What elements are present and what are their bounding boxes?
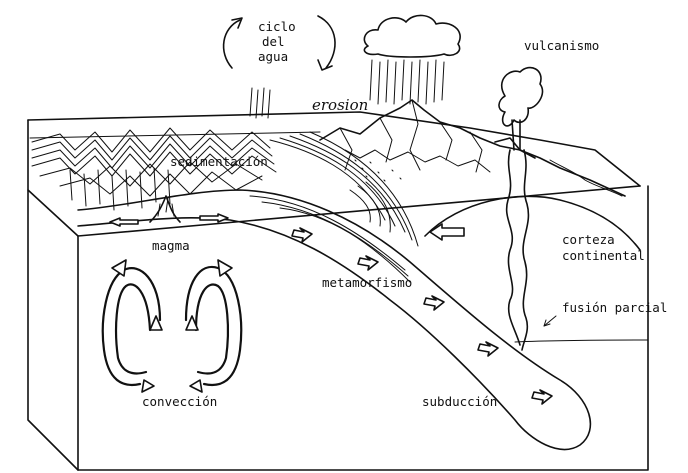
- label-metamorphism: metamorfismo: [322, 275, 412, 290]
- label-erosion: erosion: [312, 96, 368, 114]
- label-water-cycle-3: agua: [258, 49, 288, 64]
- folded-strata: [32, 128, 276, 210]
- label-magma: magma: [152, 238, 190, 253]
- label-volcanism: vulcanismo: [524, 38, 599, 53]
- label-partial-melting: fusión parcial: [562, 300, 667, 315]
- label-sedimentation: sedimentación: [170, 154, 268, 169]
- label-continental-crust-1: corteza: [562, 232, 615, 247]
- label-subduction: subducción: [422, 394, 497, 409]
- label-continental-crust-2: continental: [562, 248, 645, 263]
- convection-loops: [103, 260, 241, 392]
- label-water-cycle-1: ciclo: [258, 19, 296, 34]
- label-convection: convección: [142, 394, 217, 409]
- label-water-cycle-2: del: [262, 34, 285, 49]
- partial-melting-pointer: [544, 316, 556, 326]
